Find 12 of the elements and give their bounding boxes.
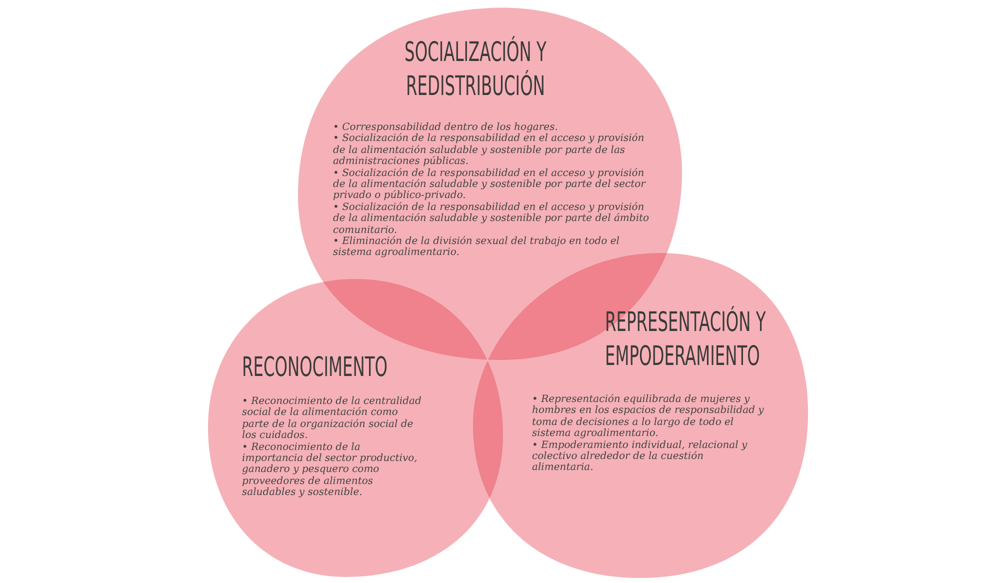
circle-heading: RECONOCIMENTO [242,351,388,385]
bullet-point: • Reconocimiento de la centralidad social de la alimentación como parte de la organización social de los cuidados. [242,396,422,442]
bullet-point: • Corresponsabilidad dentro de los hogares. [333,122,559,134]
bullet-point: • Eliminación de la división sexual del trabajo en todo el sistema agroalimentario. [333,236,620,259]
circle-heading: SOCIALIZACIÓN Y REDISTRIBUCIÓN [404,36,548,104]
circle-heading: REPRESENTACIÓN Y EMPODERAMIENTO [605,306,767,374]
bullet-point: • Representación equilibrada de mujeres y hombres en los espacios de responsabilidad y toma de decisiones a lo largo de todo el sistema agroalimentario. [532,394,764,440]
bullet-point: • Socialización de la responsabilidad en el acceso y provisión de la alimentación saludable y sostenible por parte del sector privado o público-privado. [333,168,647,202]
bullet-point: • Socialización de la responsabilidad en el acceso y provisión de la alimentación saludable y sostenible por parte del ámbito comunitario. [333,202,650,236]
bullet-point: • Empoderamiento individual, relacional y colectivo alrededor de la cuestión alimentaria. [532,440,748,474]
bullet-point: • Reconocimiento de la importancia del sector productivo, ganadero y pesquero como proveedores de alimentos saludables y sostenible. [242,442,418,499]
bullet-point: • Socialización de la responsabilidad en el acceso y provisión de la alimentación saludable y sostenible por parte de las administraciones públicas. [333,133,646,168]
